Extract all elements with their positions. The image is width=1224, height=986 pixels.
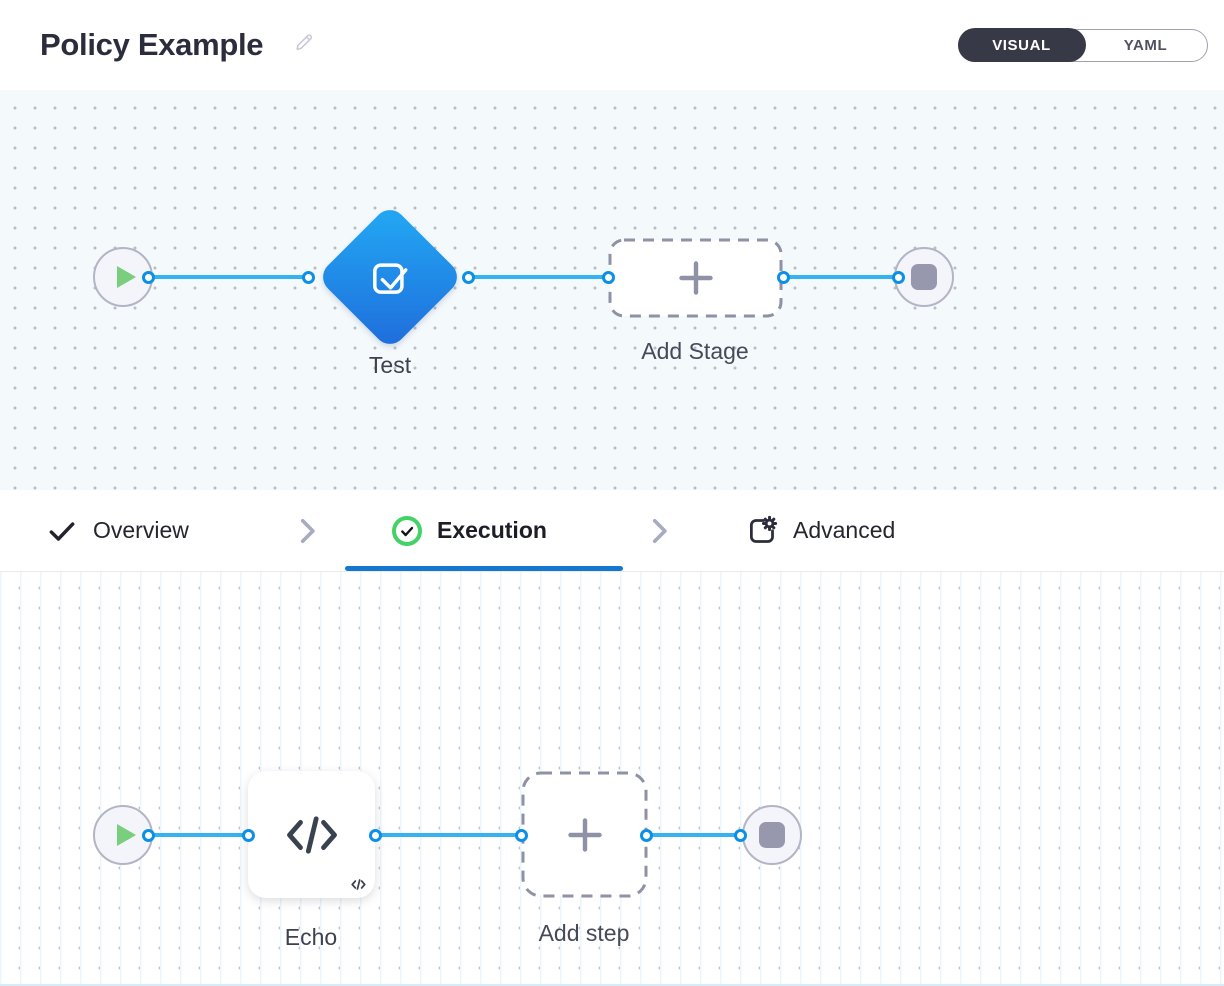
tab-label: Execution — [437, 517, 547, 543]
code-icon — [286, 815, 337, 854]
add-step-label: Add step — [538, 920, 630, 946]
chevron-right-icon — [648, 490, 670, 571]
connector-port[interactable] — [601, 270, 615, 284]
stage-diamond — [316, 203, 464, 351]
connector-port[interactable] — [301, 270, 315, 284]
code-icon-mini — [351, 879, 366, 890]
plus-icon — [567, 817, 602, 852]
panel-gear-icon — [750, 515, 778, 543]
connector-port[interactable] — [514, 828, 528, 842]
connector-port[interactable] — [141, 270, 155, 284]
edge — [783, 275, 898, 279]
stage-label: Test — [368, 352, 412, 378]
check-icon — [49, 521, 75, 541]
pencil-icon[interactable] — [293, 31, 315, 53]
yaml-toggle-button[interactable]: YAML — [1084, 30, 1207, 61]
add-stage-label: Add Stage — [641, 338, 749, 364]
stage-config-tabs: Overview Execution — [0, 490, 1224, 572]
connector-port[interactable] — [368, 828, 382, 842]
connector-port[interactable] — [141, 828, 155, 842]
edge — [646, 833, 740, 837]
header: Policy Example VISUAL YAML — [0, 0, 1224, 90]
connector-port[interactable] — [733, 828, 747, 842]
visual-toggle-button[interactable]: VISUAL — [957, 28, 1086, 62]
policy-check-icon — [373, 263, 408, 294]
stage-canvas[interactable]: Test Add Stage — [0, 90, 1224, 490]
connector-port[interactable] — [461, 270, 475, 284]
tab-overview[interactable]: Overview — [46, 490, 189, 571]
tab-execution[interactable]: Execution — [392, 490, 547, 571]
stage-node-test[interactable] — [316, 203, 464, 351]
connector-port[interactable] — [891, 270, 905, 284]
edge — [148, 833, 248, 837]
add-step-button[interactable] — [521, 771, 648, 898]
visual-yaml-toggle: VISUAL YAML — [957, 28, 1208, 62]
play-icon — [116, 824, 136, 846]
add-stage-button[interactable] — [608, 238, 783, 318]
stop-icon — [759, 822, 785, 848]
connector-port[interactable] — [639, 828, 653, 842]
chevron-right-icon — [296, 490, 318, 571]
page-title: Policy Example — [40, 27, 264, 62]
active-tab-underline — [345, 566, 623, 571]
execution-end-node[interactable] — [742, 805, 802, 865]
edge — [148, 275, 308, 279]
edge — [375, 833, 521, 837]
step-node-echo[interactable] — [248, 771, 375, 898]
step-label: Echo — [284, 924, 338, 950]
tab-label: Overview — [93, 517, 189, 543]
play-icon — [116, 266, 136, 288]
edge — [468, 275, 608, 279]
stop-icon — [911, 264, 937, 290]
execution-canvas[interactable]: Echo Add step — [0, 572, 1224, 986]
connector-port[interactable] — [776, 270, 790, 284]
connector-port[interactable] — [241, 828, 255, 842]
plus-icon — [678, 261, 713, 295]
tab-label: Advanced — [793, 517, 896, 543]
tab-advanced[interactable]: Advanced — [746, 490, 895, 571]
check-circle-icon — [392, 515, 422, 546]
